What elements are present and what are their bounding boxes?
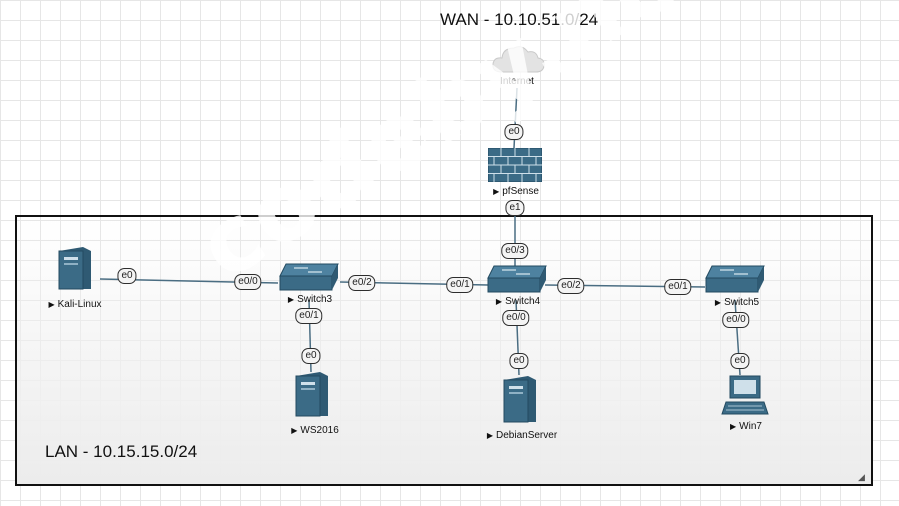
port-debian-e0[interactable]: e0 [509, 353, 529, 369]
expand-triangle-icon: ▶ [291, 426, 298, 435]
workstation-icon [721, 375, 769, 415]
port-switch4-e0-1[interactable]: e0/1 [446, 277, 474, 293]
port-switch4-e0-0[interactable]: e0/0 [502, 310, 530, 326]
switch3-node[interactable] [278, 262, 340, 292]
switch4-node[interactable] [486, 264, 548, 294]
internet-node[interactable] [490, 42, 546, 76]
debian-server-node[interactable] [500, 374, 538, 424]
pfsense-label: ▶pfSense [493, 186, 539, 197]
port-switch3-e0-1[interactable]: e0/1 [295, 308, 323, 324]
ws2016-node[interactable] [292, 370, 330, 418]
port-kali-e0[interactable]: e0 [117, 268, 137, 284]
ws2016-label: ▶WS2016 [291, 425, 339, 436]
port-switch4-e0-2[interactable]: e0/2 [557, 278, 585, 294]
server-icon [503, 376, 536, 423]
expand-triangle-icon: ▶ [493, 187, 500, 196]
switch5-label: ▶Switch5 [714, 297, 760, 308]
lan-network-label: LAN - 10.15.15.0/24 [45, 442, 198, 461]
wan-network-label: WAN - 10.10.51.0/24 [440, 10, 599, 29]
switch-icon [279, 263, 339, 291]
expand-triangle-icon: ▶ [714, 298, 722, 307]
kali-linux-label: ▶Kali-Linux [48, 299, 102, 310]
port-switch4-e0-3[interactable]: e0/3 [501, 243, 529, 259]
switch3-label: ▶Switch3 [287, 294, 333, 305]
port-ws2016-e0[interactable]: e0 [301, 348, 321, 364]
switch4-label: ▶Switch4 [495, 296, 541, 307]
port-switch5-e0-0[interactable]: e0/0 [722, 312, 750, 328]
debian-server-label: ▶DebianServer [486, 430, 558, 441]
resize-grip-icon[interactable]: ◢ [858, 472, 865, 482]
expand-triangle-icon: ▶ [48, 300, 55, 309]
internet-label: Internet [500, 76, 534, 87]
win7-label: ▶Win7 [730, 421, 762, 432]
firewall-icon [488, 148, 542, 182]
switch-icon [487, 265, 547, 293]
lan-network-box[interactable] [15, 215, 873, 486]
kali-linux-node[interactable] [55, 245, 93, 291]
cloud-icon [492, 46, 545, 73]
port-pfsense-e1[interactable]: e1 [505, 200, 525, 216]
expand-triangle-icon: ▶ [486, 431, 493, 440]
pfsense-node[interactable] [488, 148, 542, 182]
expand-triangle-icon: ▶ [730, 422, 737, 431]
port-switch5-e0-1[interactable]: e0/1 [664, 279, 692, 295]
server-icon [295, 372, 328, 417]
port-switch3-e0-2[interactable]: e0/2 [348, 275, 376, 291]
server-icon [58, 247, 91, 290]
switch-icon [705, 265, 765, 293]
expand-triangle-icon: ▶ [495, 297, 503, 306]
port-win7-e0[interactable]: e0 [730, 353, 750, 369]
expand-triangle-icon: ▶ [287, 295, 295, 304]
port-switch3-e0-0[interactable]: e0/0 [234, 274, 262, 290]
port-pfsense-e0[interactable]: e0 [504, 124, 524, 140]
switch5-node[interactable] [704, 264, 766, 294]
win7-node[interactable] [720, 374, 770, 418]
